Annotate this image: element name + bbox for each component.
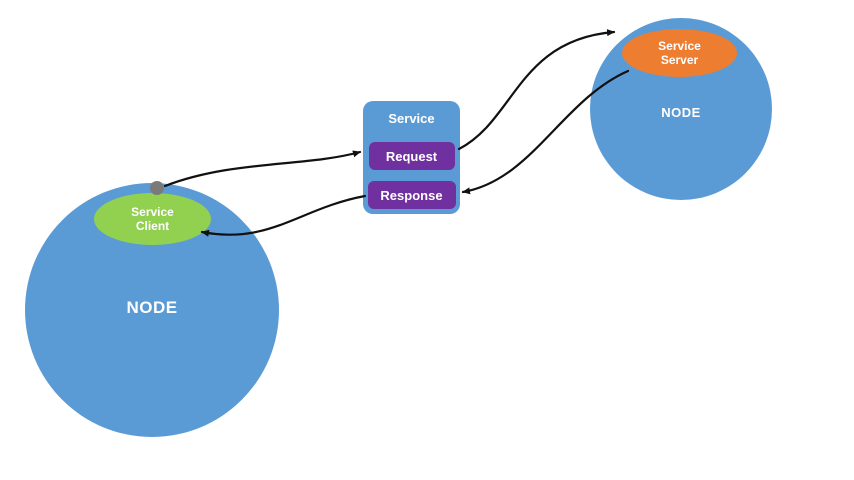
- arrow-client-to-request: [163, 150, 362, 188]
- service-box-title: Service: [388, 111, 435, 126]
- connection-dot: [150, 181, 164, 195]
- service-client-ellipse: Service Client: [94, 193, 211, 245]
- response-label: Response: [380, 187, 443, 203]
- right-node-label: NODE: [661, 105, 701, 120]
- request-label: Request: [385, 148, 438, 164]
- service-server-ellipse: Service Server: [622, 29, 737, 77]
- service-client-label: Service Client: [131, 204, 174, 233]
- left-node-label: NODE: [126, 298, 178, 317]
- request-box: Request: [368, 142, 455, 170]
- service-box: Service Request Response: [363, 101, 460, 214]
- service-server-label: Service Server: [658, 38, 701, 67]
- response-box: Response: [367, 181, 456, 209]
